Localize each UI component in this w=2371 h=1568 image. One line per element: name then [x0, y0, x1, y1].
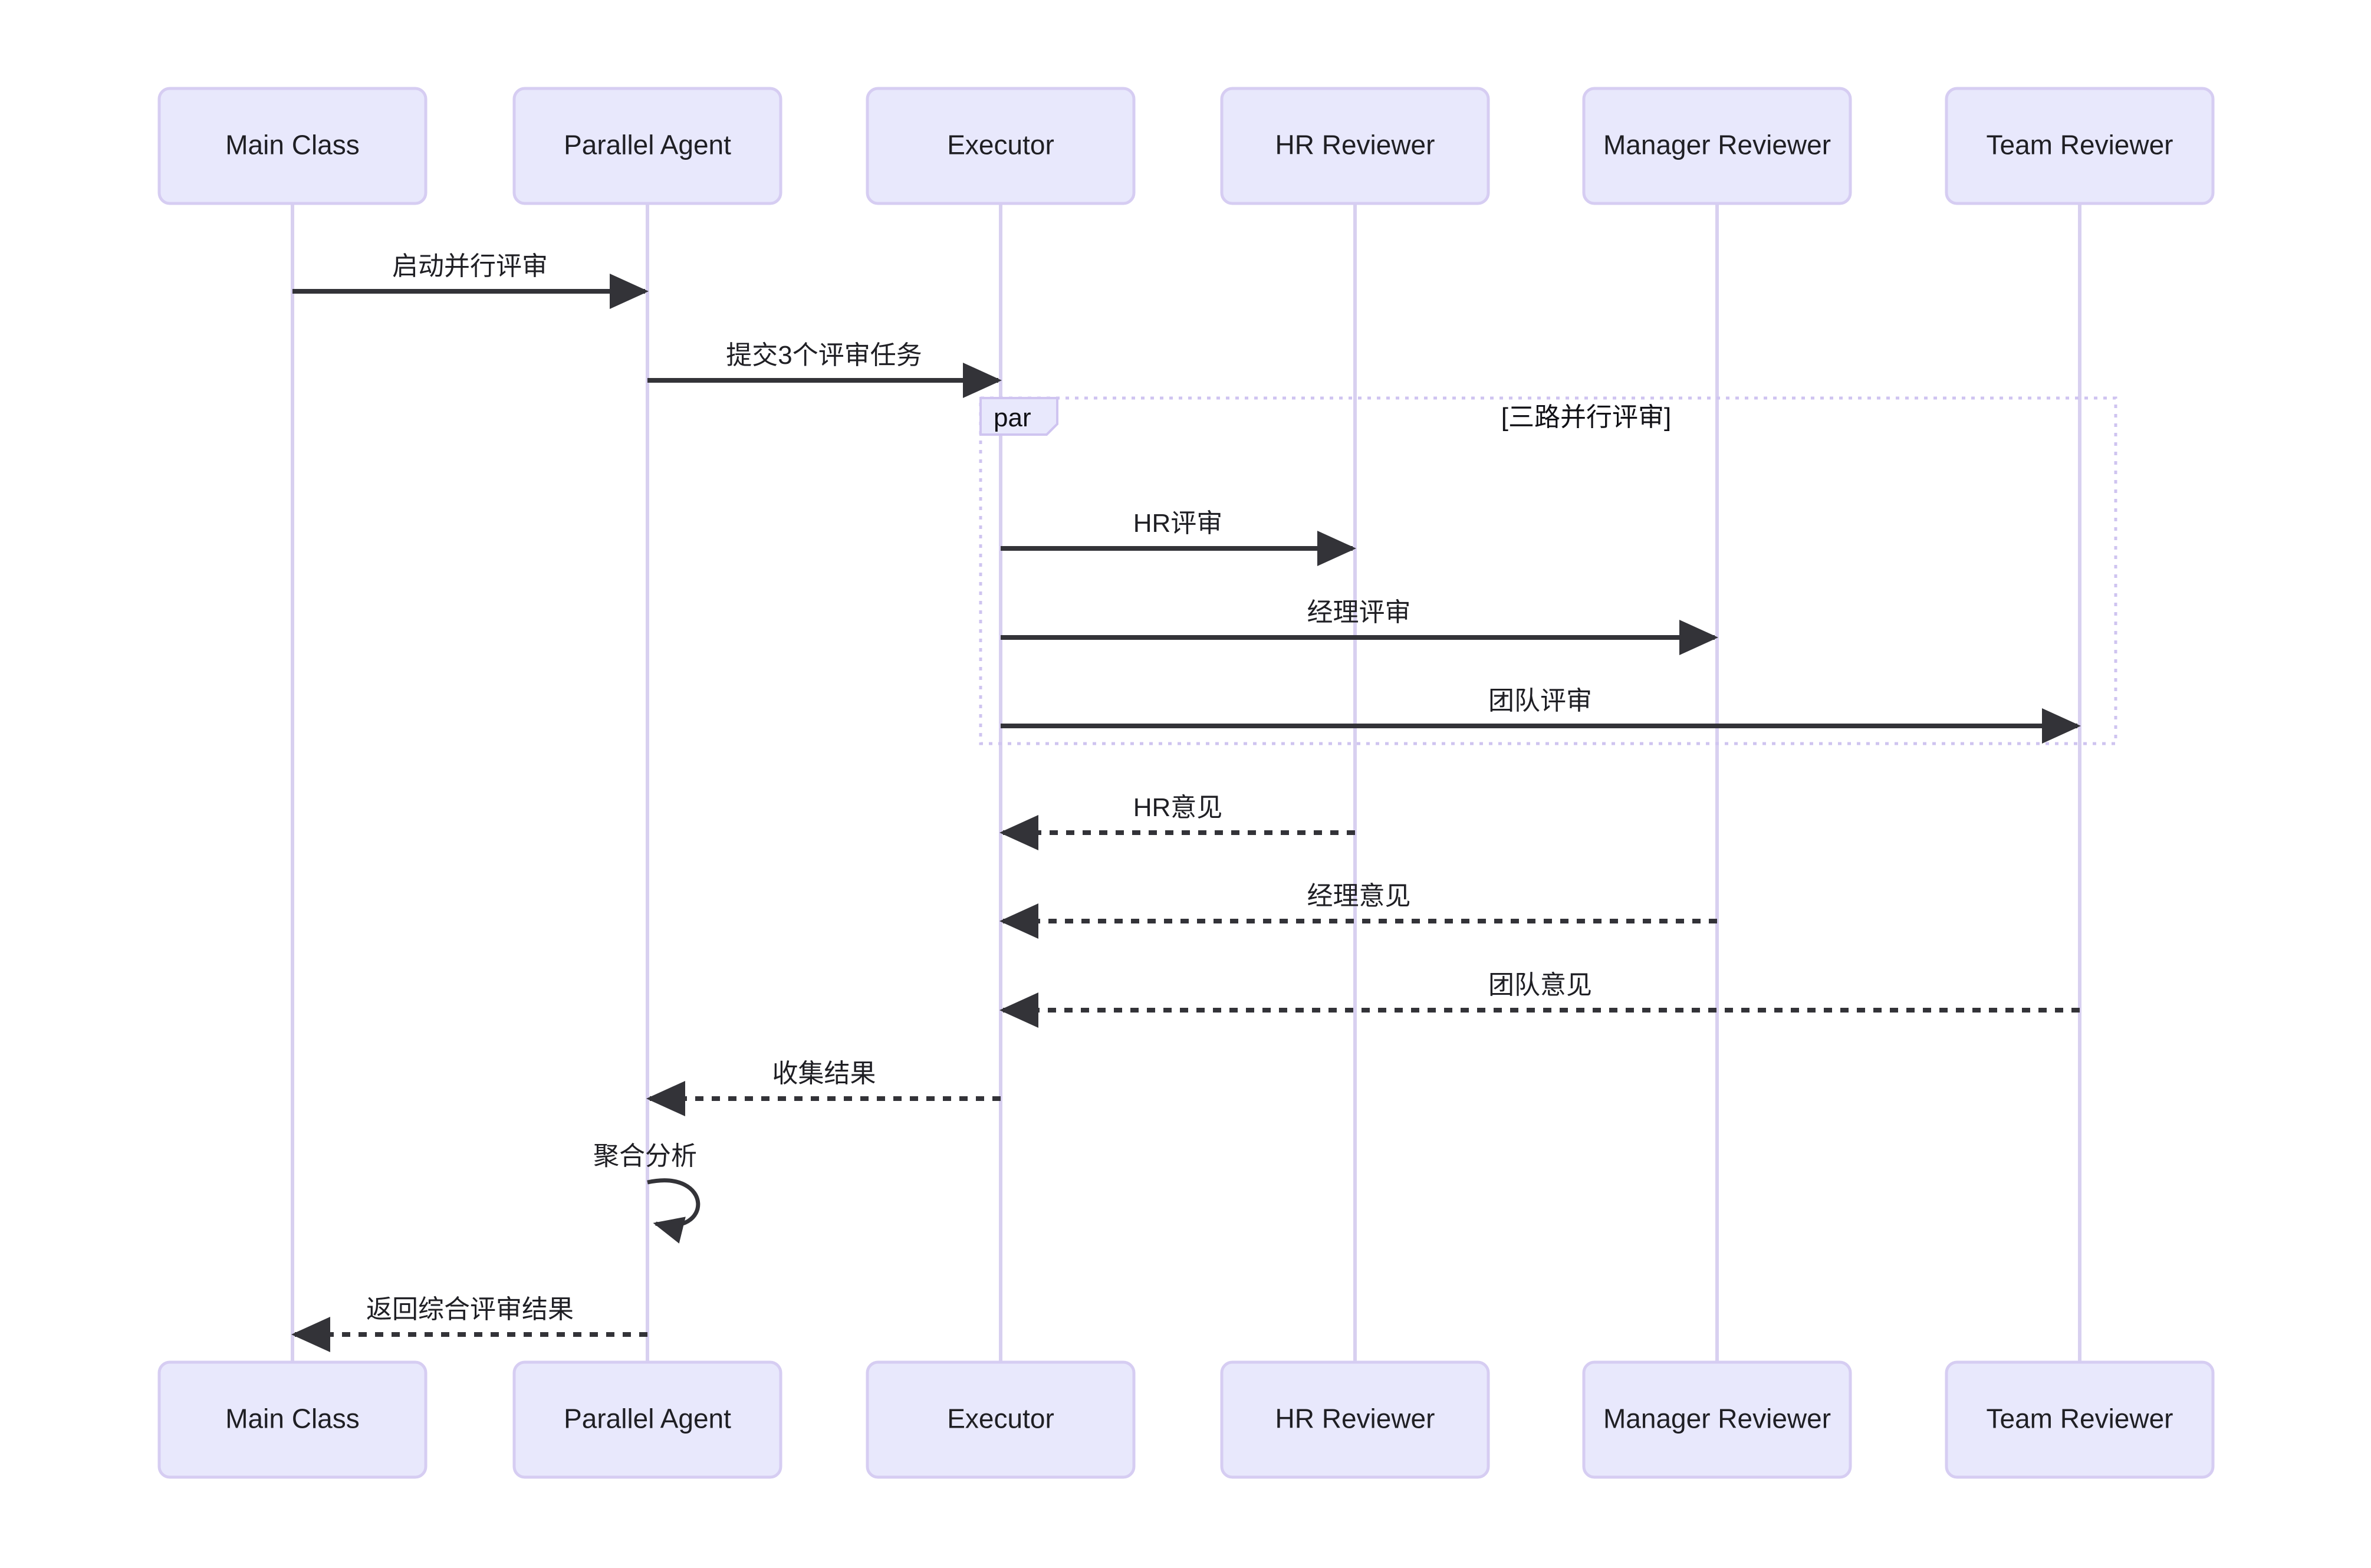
participant-label: Main Class: [225, 130, 360, 160]
participant-label: Parallel Agent: [564, 130, 731, 160]
fragment-label-box: [979, 397, 1058, 436]
participant-label: Executor: [947, 130, 1054, 160]
participant-top-agent[interactable]: Parallel Agent: [512, 87, 782, 205]
participant-label: Manager Reviewer: [1603, 130, 1831, 160]
participant-label: Main Class: [225, 1403, 360, 1434]
message-m6: HR意见: [999, 793, 1355, 850]
participants-bottom-layer: Main Class Parallel Agent Executor HR Revie…: [157, 1360, 2215, 1479]
message-m11: 返回综合评审结果: [291, 1295, 647, 1352]
message-label: 启动并行评审: [392, 252, 548, 281]
participant-box[interactable]: [866, 87, 1136, 205]
fragment-par-frame: [979, 396, 2117, 745]
participant-box[interactable]: [1582, 1360, 1852, 1479]
message-m1: 启动并行评审: [292, 252, 649, 309]
participant-box[interactable]: [1220, 1360, 1490, 1479]
participant-top-team[interactable]: Team Reviewer: [1945, 87, 2215, 205]
participant-box[interactable]: [1945, 1360, 2215, 1479]
message-m3: HR评审: [1001, 509, 1356, 566]
lifelines-layer: [291, 203, 2081, 1362]
participant-label: Executor: [947, 1403, 1054, 1434]
fragment-kind-label: par: [994, 403, 1031, 432]
participant-box[interactable]: [157, 1360, 427, 1479]
message-m10: 聚合分析: [593, 1142, 701, 1244]
participant-box[interactable]: [157, 87, 427, 205]
participant-label: Team Reviewer: [1987, 1403, 2173, 1434]
message-label: HR意见: [1133, 793, 1223, 822]
participant-label: Team Reviewer: [1987, 130, 2173, 160]
participant-bottom-team[interactable]: Team Reviewer: [1945, 1360, 2215, 1479]
message-m8: 团队意见: [999, 971, 2080, 1028]
participant-bottom-hr[interactable]: HR Reviewer: [1220, 1360, 1490, 1479]
message-m5: 团队评审: [1001, 686, 2081, 744]
message-label: 团队意见: [1488, 971, 1592, 1000]
participant-bottom-main[interactable]: Main Class: [157, 1360, 427, 1479]
participant-label: HR Reviewer: [1275, 130, 1435, 160]
message-label: 提交3个评审任务: [726, 341, 922, 370]
message-label: 经理意见: [1307, 882, 1411, 910]
participant-top-manager[interactable]: Manager Reviewer: [1582, 87, 1852, 205]
participant-box[interactable]: [1220, 87, 1490, 205]
participant-box[interactable]: [512, 1360, 782, 1479]
participant-box[interactable]: [1582, 87, 1852, 205]
participant-bottom-executor[interactable]: Executor: [866, 1360, 1136, 1479]
participant-box[interactable]: [866, 1360, 1136, 1479]
message-label: 返回综合评审结果: [366, 1295, 574, 1324]
participants-top-layer: Main Class Parallel Agent Executor HR Revie…: [157, 87, 2215, 205]
participant-label: Parallel Agent: [564, 1403, 731, 1434]
participant-top-hr[interactable]: HR Reviewer: [1220, 87, 1490, 205]
self-loop-arrow: [647, 1178, 701, 1244]
participant-box[interactable]: [512, 87, 782, 205]
message-m7: 经理意见: [999, 882, 1717, 939]
message-m2: 提交3个评审任务: [647, 341, 1002, 398]
message-label: 团队评审: [1488, 686, 1592, 715]
participant-label: HR Reviewer: [1275, 1403, 1435, 1434]
participant-bottom-manager[interactable]: Manager Reviewer: [1582, 1360, 1852, 1479]
participant-bottom-agent[interactable]: Parallel Agent: [512, 1360, 782, 1479]
fragment-layer: par [三路并行评审]: [979, 396, 2117, 745]
message-label: 聚合分析: [593, 1142, 697, 1171]
message-label: 收集结果: [772, 1059, 876, 1088]
participant-top-executor[interactable]: Executor: [866, 87, 1136, 205]
fragment-condition-label: [三路并行评审]: [1501, 403, 1671, 432]
message-label: HR评审: [1133, 509, 1223, 538]
message-m4: 经理评审: [1001, 598, 1718, 655]
participant-top-main[interactable]: Main Class: [157, 87, 427, 205]
message-m9: 收集结果: [646, 1059, 1001, 1116]
participant-box[interactable]: [1945, 87, 2215, 205]
message-label: 经理评审: [1307, 598, 1411, 627]
participant-label: Manager Reviewer: [1603, 1403, 1831, 1434]
